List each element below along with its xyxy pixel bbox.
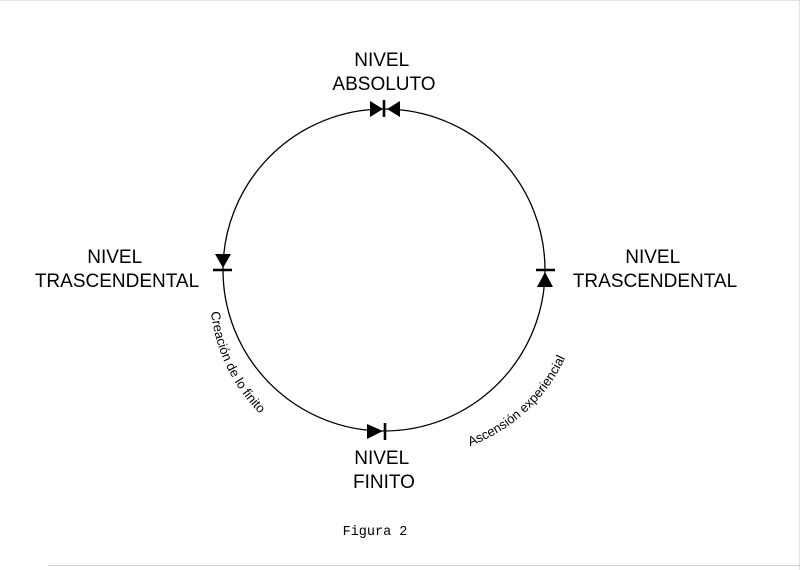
left-arc-label: Creación de lo finito xyxy=(208,310,269,416)
node-trascendental-right xyxy=(536,268,555,287)
label-absoluto-line1: NIVEL xyxy=(354,50,408,71)
arrow-up-right-icon xyxy=(537,272,553,287)
left-arc-label-text: Creación de lo finito xyxy=(208,310,269,416)
label-trascendental-right: NIVEL TRASCENDENTAL xyxy=(573,247,737,292)
arrow-into-absoluto-right-icon xyxy=(387,101,400,117)
label-trascendental-left: NIVEL TRASCENDENTAL xyxy=(35,247,199,292)
bottom-rule xyxy=(48,565,800,566)
label-trascendental-left-line2: TRASCENDENTAL xyxy=(35,271,199,292)
right-arc-label-text: Ascensión experiencial xyxy=(466,353,569,449)
node-trascendental-left xyxy=(213,254,232,272)
label-trascendental-right-line2: TRASCENDENTAL xyxy=(573,271,737,292)
right-arc-label: Ascensión experiencial xyxy=(466,353,569,449)
figure-caption: Figura 2 xyxy=(343,525,408,540)
arrow-down-left-icon xyxy=(215,254,231,268)
arrow-into-absoluto-left-icon xyxy=(370,101,383,117)
label-finito-line1: NIVEL xyxy=(354,448,408,469)
node-finito xyxy=(367,423,387,440)
label-finito-line2: FINITO xyxy=(353,472,415,493)
label-finito: NIVEL FINITO xyxy=(353,448,415,493)
node-absoluto xyxy=(370,100,400,117)
label-absoluto: NIVEL ABSOLUTO xyxy=(332,50,435,95)
label-absoluto-line2: ABSOLUTO xyxy=(332,74,435,95)
label-trascendental-left-line1: NIVEL xyxy=(87,247,141,268)
arrow-into-finito-icon xyxy=(367,424,383,439)
cycle-circle xyxy=(222,108,546,432)
label-trascendental-right-line1: NIVEL xyxy=(625,247,679,268)
